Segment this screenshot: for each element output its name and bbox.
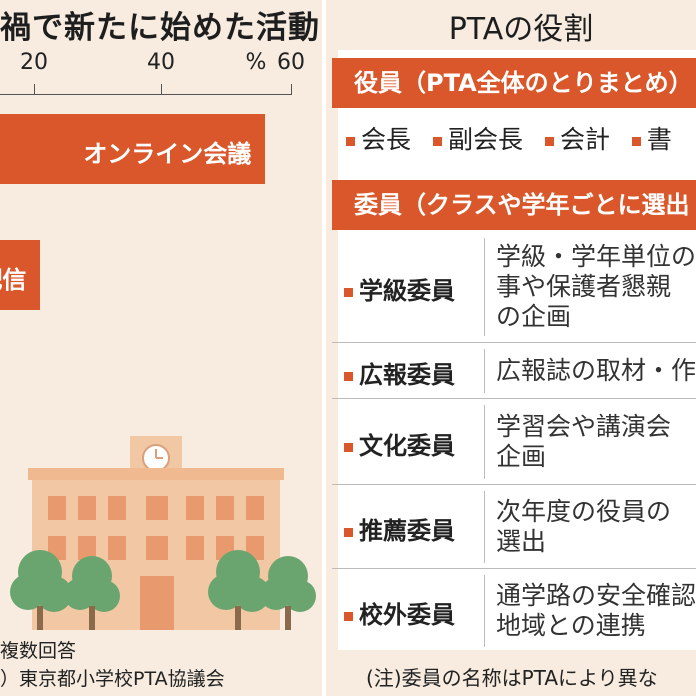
committee-name-text: 校外委員: [359, 601, 455, 629]
school-illustration: [10, 436, 316, 630]
description-line: 通学路の安全確認: [496, 581, 696, 610]
x-tick-label: 40: [147, 50, 175, 75]
officers-list: 会長 副会長 会計 書: [342, 120, 672, 156]
description-line: 事や保護者懇親: [496, 272, 672, 301]
column-divider: [484, 238, 485, 336]
bar: [0, 240, 41, 310]
description-line: 企画: [496, 442, 547, 471]
bullet-icon: [432, 136, 442, 146]
committee-row: 推薦委員 次年度の役員の選出: [332, 484, 696, 569]
officer-item: 書: [646, 125, 672, 154]
column-divider: [484, 349, 485, 393]
x-tick-label: 20: [20, 50, 48, 75]
column-divider: [484, 405, 485, 479]
committee-name: 学級委員: [340, 271, 455, 306]
bar: [0, 114, 266, 184]
committee-name: 文化委員: [340, 426, 455, 461]
description-line: 広報誌の取材・作: [496, 356, 696, 385]
description-line: の企画: [496, 302, 572, 331]
description-line: 選出: [496, 527, 547, 556]
x-axis: [0, 94, 292, 95]
bullet-icon: [344, 287, 353, 297]
committee-description: 通学路の安全確認地域との連携: [496, 581, 696, 641]
bullet-icon: [344, 527, 353, 537]
bullet-icon: [344, 371, 353, 381]
bar-label: オンライン会議: [83, 140, 252, 168]
committee-row: 広報委員 広報誌の取材・作: [332, 342, 696, 399]
column-divider: [484, 575, 485, 647]
bullet-icon: [344, 611, 353, 621]
officers-header: 役員（PTA全体のとりまとめ）: [332, 58, 696, 108]
footnote: 複数回答: [0, 640, 77, 662]
committee-name: 推薦委員: [340, 511, 455, 546]
x-tick: [161, 84, 162, 94]
committee-description: 広報誌の取材・作: [496, 356, 696, 386]
description-line: 学習会や講演会: [496, 412, 672, 441]
committee-description: 学習会や講演会企画: [496, 412, 671, 472]
source-note: ）東京都小学校PTA協議会: [0, 668, 225, 690]
x-tick: [291, 84, 292, 94]
x-tick: [34, 84, 35, 94]
officer-item: 会長: [361, 125, 412, 154]
committee-row: 文化委員 学習会や講演会企画: [332, 398, 696, 485]
committee-row: 学級委員 学級・学年単位の事や保護者懇親の企画: [332, 232, 696, 342]
committee-name-text: 文化委員: [359, 432, 455, 460]
description-line: 次年度の役員の: [496, 497, 672, 526]
committee-name-text: 推薦委員: [359, 517, 455, 545]
committee-name-text: 広報委員: [359, 361, 455, 389]
bullet-icon: [544, 136, 554, 146]
axis-unit: %: [245, 50, 267, 75]
divider: [322, 0, 326, 696]
committee-header: 委員（クラスや学年ごとに選出: [332, 180, 696, 230]
bullet-icon: [346, 136, 355, 146]
description-line: 学級・学年単位の: [496, 242, 696, 271]
committee-description: 次年度の役員の選出: [496, 497, 671, 557]
bullet-icon: [631, 136, 641, 146]
description-line: 地域との連携: [496, 611, 646, 640]
committee-name: 校外委員: [340, 595, 455, 630]
officer-item: 副会長: [447, 125, 523, 154]
committee-row: 校外委員 通学路の安全確認地域との連携: [332, 568, 696, 653]
officer-item: 会計: [559, 125, 610, 154]
column-divider: [484, 491, 485, 563]
roles-card: [338, 50, 696, 650]
bullet-icon: [344, 442, 353, 452]
chart-title: 禍で新たに始めた活動: [0, 10, 320, 46]
roles-footnote: (注)委員の名称はPTAにより異な: [366, 666, 658, 690]
committee-description: 学級・学年単位の事や保護者懇親の企画: [496, 242, 696, 332]
chart-panel: 禍で新たに始めた活動 20 40 % 60: [0, 0, 322, 696]
roles-title: PTAの役割: [448, 12, 594, 47]
roles-panel: PTAの役割 役員（PTA全体のとりまとめ） 会長 副会長 会計 書 委員（クラ…: [326, 0, 696, 696]
committee-name-text: 学級委員: [359, 277, 455, 305]
x-tick-label: 60: [277, 50, 305, 75]
committee-name: 広報委員: [340, 355, 455, 390]
bar-label: メール配信: [0, 266, 27, 294]
